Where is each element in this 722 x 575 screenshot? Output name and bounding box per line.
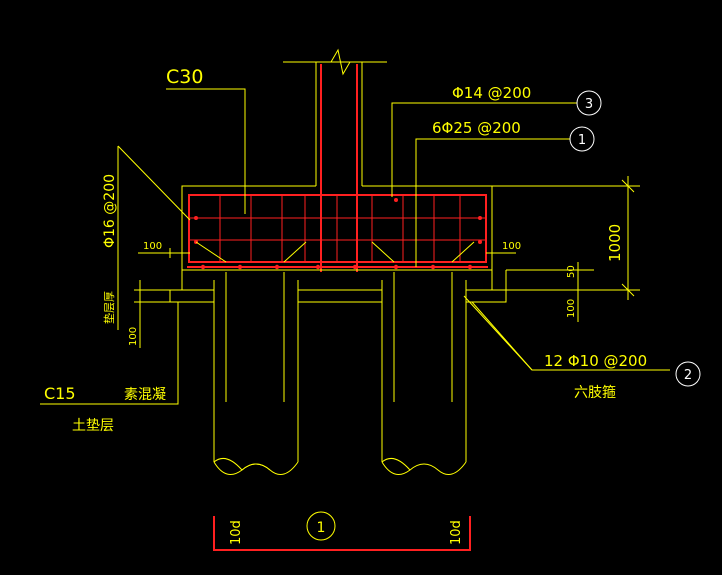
callout-2-circle: [675, 361, 701, 387]
cushion-layer: [169, 270, 507, 303]
svg-text:C30: C30: [166, 66, 203, 88]
callout-3-circle: [576, 90, 602, 116]
side-bar-label: Φ16 @200: [102, 145, 191, 330]
callout-1-circle: [569, 126, 595, 152]
svg-text:12 Φ10 @200: 12 Φ10 @200: [544, 352, 647, 370]
height-dimension: 1000 50 100: [492, 176, 640, 322]
column-stub: [283, 48, 387, 272]
svg-text:10d: 10d: [229, 520, 244, 545]
svg-text:六肢箍: 六肢箍: [574, 384, 616, 401]
svg-text:10d: 10d: [449, 520, 464, 545]
section-callout-circle: [306, 511, 336, 541]
rebar-cage: [187, 194, 488, 270]
pile-anchor-hooks: [195, 241, 475, 263]
svg-text:垫层厚: 垫层厚: [102, 291, 116, 324]
c15-leader: C15 素混凝 土垫层: [40, 301, 182, 434]
pile-left: [213, 272, 299, 475]
callout-3-group: Φ14 @200 3: [391, 84, 602, 197]
c30-leader: C30: [166, 66, 246, 214]
svg-text:2: 2: [684, 368, 692, 383]
callout-2-group: 12 Φ10 @200 六肢箍 2: [463, 295, 701, 401]
cushion-thickness-dim: 垫层厚 100: [102, 280, 170, 348]
callout-1-group: 6Φ25 @200 1: [415, 119, 595, 267]
pile-right: [381, 272, 467, 475]
svg-text:100: 100: [502, 241, 521, 252]
left-cover-dim: 100: [138, 241, 190, 258]
svg-text:1: 1: [578, 133, 586, 148]
svg-text:100: 100: [128, 327, 139, 346]
svg-text:C15: C15: [44, 384, 76, 403]
right-cover-dim: 100: [486, 241, 521, 254]
svg-text:1: 1: [317, 520, 326, 536]
svg-text:3: 3: [585, 97, 593, 112]
svg-text:Φ14 @200: Φ14 @200: [452, 84, 531, 102]
svg-text:土垫层: 土垫层: [72, 418, 114, 434]
section-bracket: 10d 10d 1: [213, 511, 471, 551]
svg-text:1000: 1000: [606, 224, 624, 262]
svg-text:50: 50: [566, 265, 577, 278]
svg-text:Φ16 @200: Φ16 @200: [102, 174, 118, 248]
svg-text:100: 100: [566, 299, 577, 318]
svg-text:100: 100: [143, 241, 162, 252]
svg-text:6Φ25 @200: 6Φ25 @200: [432, 119, 521, 137]
svg-text:素混凝: 素混凝: [124, 387, 166, 403]
